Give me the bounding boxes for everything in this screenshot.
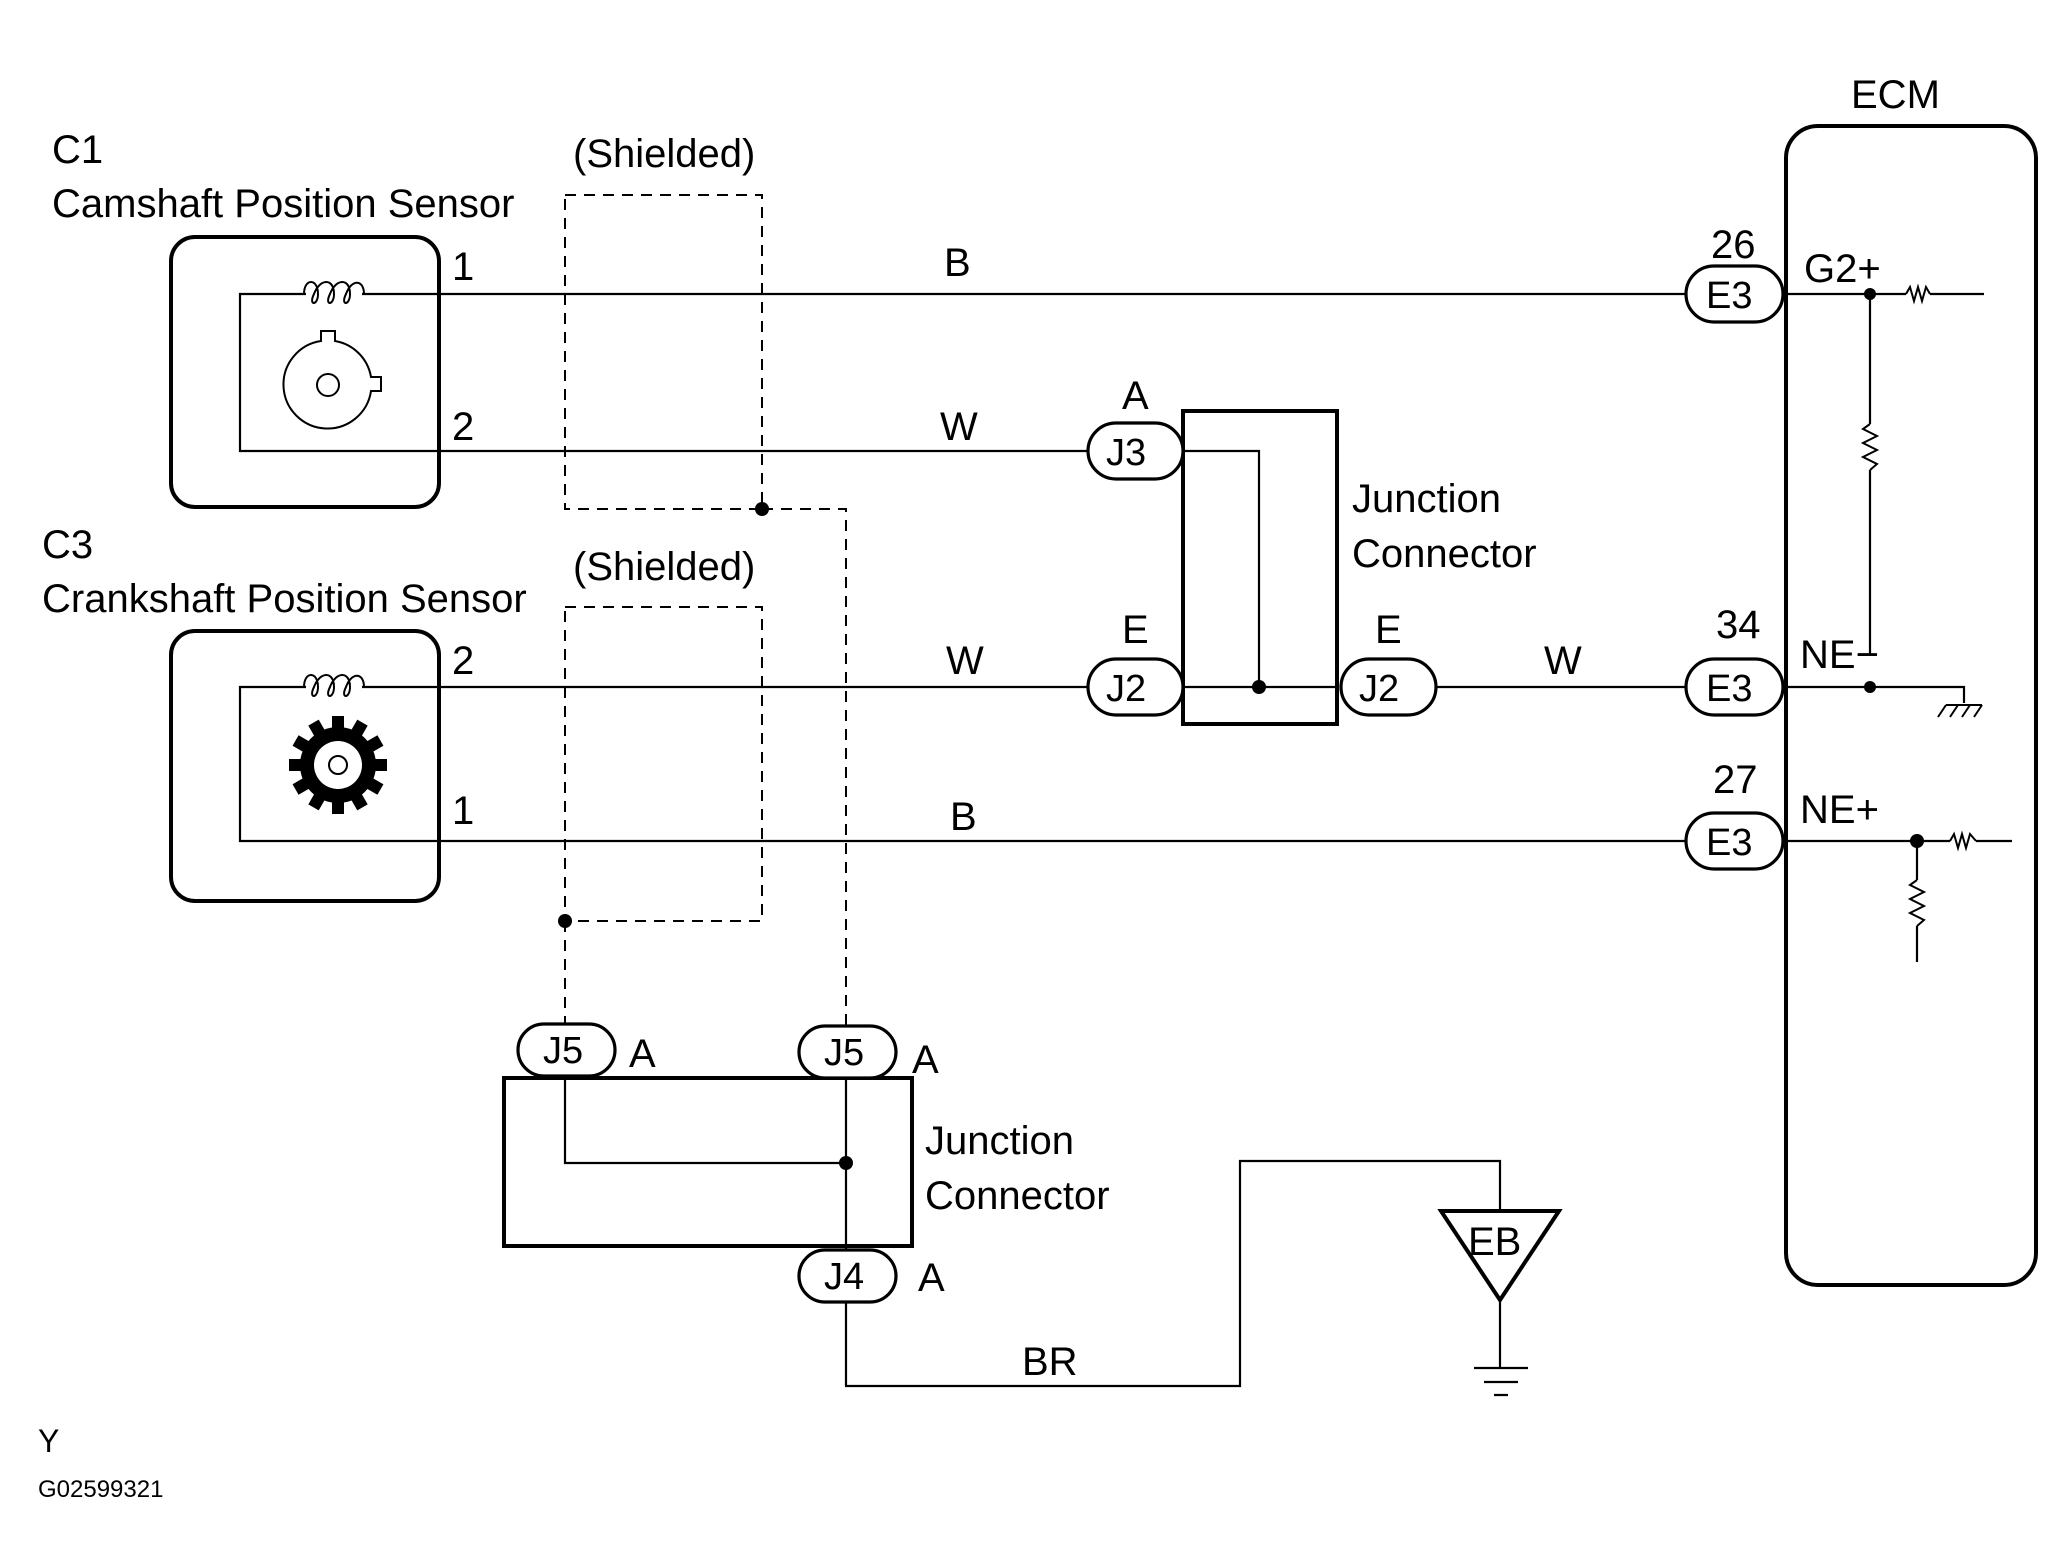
resistor-icon	[1907, 879, 1927, 927]
crankshaft-sensor-code: C3	[42, 523, 93, 567]
upper-junction-bridge	[1183, 449, 1337, 689]
ecm-pin-g2-plus: G2+	[1804, 247, 1881, 291]
wire-color-w-ecm: W	[1544, 639, 1582, 683]
connector-j5-left	[516, 1022, 617, 1078]
connector-j5-right-letter: A	[912, 1038, 939, 1082]
resistor-icon	[1905, 283, 1931, 305]
cam-shield-node	[755, 502, 769, 516]
wire-color-br: BR	[1022, 1340, 1078, 1384]
upper-junction-label-1: Junction	[1352, 477, 1501, 521]
crank-shield: (Shielded)	[558, 545, 763, 1024]
ecm-box	[1784, 124, 2038, 1287]
ecm-ne-plus-circuit	[1786, 830, 2012, 962]
crank-shield-box	[564, 606, 763, 922]
wire-color-w-cam: W	[940, 405, 978, 449]
connector-j5-left-letter: A	[629, 1032, 656, 1076]
connector-j5-left-label: J5	[543, 1030, 583, 1072]
upper-junction-node	[1252, 680, 1266, 694]
wire-color-b-cam: B	[944, 241, 971, 285]
upper-junction-label-2: Connector	[1352, 532, 1537, 576]
camshaft-sensor-loop	[238, 292, 440, 453]
resistor-icon	[1949, 830, 1977, 852]
connector-j2-left	[1086, 657, 1185, 717]
connector-e3-26	[1684, 264, 1785, 324]
connector-j5-right-label: J5	[824, 1032, 864, 1074]
connector-j3-letter: A	[1122, 374, 1149, 418]
crankshaft-pin-1: 1	[452, 789, 474, 833]
ecm-block: ECM	[1784, 73, 2038, 1287]
ecm-pin-ne-plus: NE+	[1800, 788, 1879, 832]
crankshaft-sensor: C3 Crankshaft Position Sensor	[42, 523, 527, 903]
ground-icon	[1474, 1300, 1528, 1397]
camshaft-sensor-housing	[169, 235, 441, 509]
cam-shield-box	[564, 194, 763, 510]
crank-shield-node	[558, 914, 572, 928]
connector-j2-right	[1339, 657, 1438, 717]
ecm-pin-34-number: 34	[1716, 603, 1761, 647]
connector-j4-letter: A	[918, 1256, 945, 1300]
connector-j4-label: J4	[824, 1256, 864, 1298]
upper-junction-box	[1181, 409, 1339, 726]
gear-icon	[289, 716, 387, 814]
connector-e3-34-label: E3	[1706, 668, 1752, 710]
ground-circuit: BR EB	[844, 1159, 1563, 1397]
lower-junction-label-2: Connector	[925, 1174, 1110, 1218]
ecm-g2-circuit	[1786, 283, 1984, 655]
cam-shield: (Shielded)	[564, 132, 847, 1026]
connector-j2-right-label: J2	[1359, 668, 1399, 710]
chassis-ground-icon	[1937, 704, 1983, 718]
ecm-ne-minus-circuit	[1786, 681, 1983, 718]
lower-junction-node	[839, 1156, 853, 1170]
ecm-pin-27-number: 27	[1713, 758, 1758, 802]
cam-shield-label: (Shielded)	[573, 132, 755, 176]
connector-e3-26-label: E3	[1706, 275, 1752, 317]
ecm-pin-ne-minus: NE−	[1800, 633, 1879, 677]
lower-junction-box	[502, 1076, 914, 1248]
ecm-pins: E3 26 G2+ E3 34 NE− E3 27 NE+	[1684, 223, 2012, 962]
reluctor-cam-icon	[282, 330, 382, 430]
crank-shield-label: (Shielded)	[573, 545, 755, 589]
connector-j5-right	[797, 1024, 898, 1080]
lower-junction-label-1: Junction	[925, 1119, 1074, 1163]
crankshaft-pin-2: 2	[452, 639, 474, 683]
wires: B W W W B	[440, 241, 1686, 843]
footer-code: G02599321	[38, 1476, 163, 1503]
resistor-icon	[1860, 423, 1880, 471]
connector-j4	[797, 1248, 898, 1304]
connector-e3-34	[1684, 657, 1785, 717]
crankshaft-sensor-housing	[169, 629, 441, 903]
connector-j3	[1086, 421, 1185, 481]
footer-letter: Y	[38, 1423, 59, 1459]
ecm-pin-26-number: 26	[1711, 223, 1756, 267]
cam-shield-drain	[762, 508, 847, 1026]
camshaft-sensor-code: C1	[52, 128, 103, 172]
ecm-title: ECM	[1851, 73, 1940, 117]
connector-e3-27	[1684, 811, 1785, 871]
connector-j2-right-letter: E	[1375, 608, 1402, 652]
ground-point-label: EB	[1468, 1220, 1521, 1264]
wire-color-w-crank: W	[946, 639, 984, 683]
camshaft-pin-2: 2	[452, 405, 474, 449]
connector-e3-27-label: E3	[1706, 822, 1752, 864]
crankshaft-sensor-loop	[238, 685, 440, 843]
camshaft-sensor-name: Camshaft Position Sensor	[52, 182, 514, 226]
wire-color-b-crank: B	[950, 795, 977, 839]
camshaft-pin-1: 1	[452, 245, 474, 289]
wire-ground-br	[844, 1159, 1502, 1388]
upper-junction-connector: Junction Connector J3 A J2 E J2 E	[1086, 374, 1537, 726]
connector-j2-left-letter: E	[1122, 608, 1149, 652]
connector-j3-label: J3	[1106, 432, 1146, 474]
crankshaft-sensor-name: Crankshaft Position Sensor	[42, 577, 527, 621]
coil-icon	[303, 674, 365, 697]
lower-junction-connector: Junction Connector J5 A J5 A J4 A	[502, 1022, 1110, 1304]
camshaft-sensor: C1 Camshaft Position Sensor 1 2	[52, 128, 514, 509]
ground-point-triangle	[1437, 1209, 1563, 1304]
coil-icon	[303, 281, 365, 304]
connector-j2-left-label: J2	[1106, 668, 1146, 710]
